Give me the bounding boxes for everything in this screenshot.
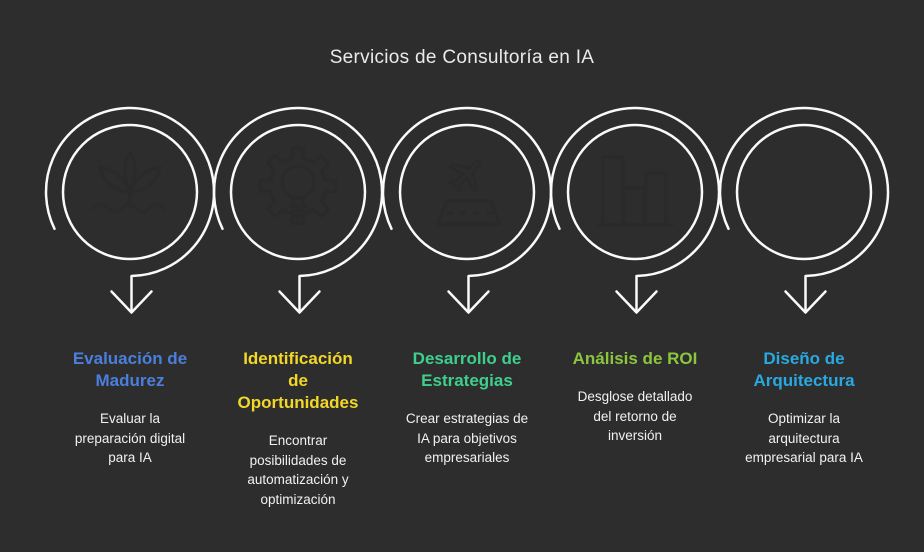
step-description: Evaluar la preparación digital para IA (74, 411, 186, 466)
step-circle (229, 123, 367, 261)
page-title: Servicios de Consultoría en IA (329, 47, 595, 68)
step-graphic (718, 106, 890, 314)
step-column-architecture: Diseño de Arquitectura Optimizar la arqu… (718, 100, 890, 468)
step-column-opportunities: Identificación de Oportunidades Encontra… (212, 100, 384, 510)
step-column-strategy: Desarrollo de Estrategias Crear estrateg… (381, 100, 553, 468)
step-column-roi: Análisis de ROI Desglose detallado del r… (549, 100, 721, 446)
seedling-water-icon (92, 150, 166, 214)
step-description: Crear estrategias de IA para objetivos e… (405, 411, 529, 466)
arrow-head-icon (278, 290, 321, 314)
arrow-head-icon (110, 290, 153, 314)
step-circle (61, 123, 199, 261)
step-circle (566, 123, 704, 261)
arrow-head-icon (784, 290, 827, 314)
step-description: Optimizar la arquitectura empresarial pa… (745, 411, 863, 466)
loop-arrow-line (212, 106, 384, 314)
step-graphic (381, 106, 553, 314)
loop-arrow-line (718, 106, 890, 314)
step-column-maturity: Evaluación de Madurez Evaluar la prepara… (44, 100, 216, 468)
step-description: Desglose detallado del retorno de invers… (577, 389, 693, 444)
step-title: Identificación de Oportunidades (237, 349, 359, 413)
loop-arrow-line (549, 106, 721, 314)
airplane-takeoff-icon (436, 158, 502, 226)
step-circle (398, 123, 536, 261)
step-description: Encontrar posibilidades de automatizació… (247, 433, 349, 507)
loop-arrow-line (44, 106, 216, 314)
step-title: Evaluación de Madurez (72, 349, 188, 391)
empty-circle-icon (735, 123, 873, 261)
loop-arrow-line (381, 106, 553, 314)
step-graphic (549, 106, 721, 314)
gear-lightbulb-icon (258, 146, 338, 226)
arrow-head-icon (447, 290, 490, 314)
step-graphic (44, 106, 216, 314)
step-graphic (212, 106, 384, 314)
arrow-head-icon (615, 290, 658, 314)
step-title: Análisis de ROI (572, 349, 698, 368)
step-title: Desarrollo de Estrategias (412, 349, 522, 391)
step-title: Diseño de Arquitectura (753, 349, 855, 391)
bar-chart-icon (597, 155, 674, 227)
